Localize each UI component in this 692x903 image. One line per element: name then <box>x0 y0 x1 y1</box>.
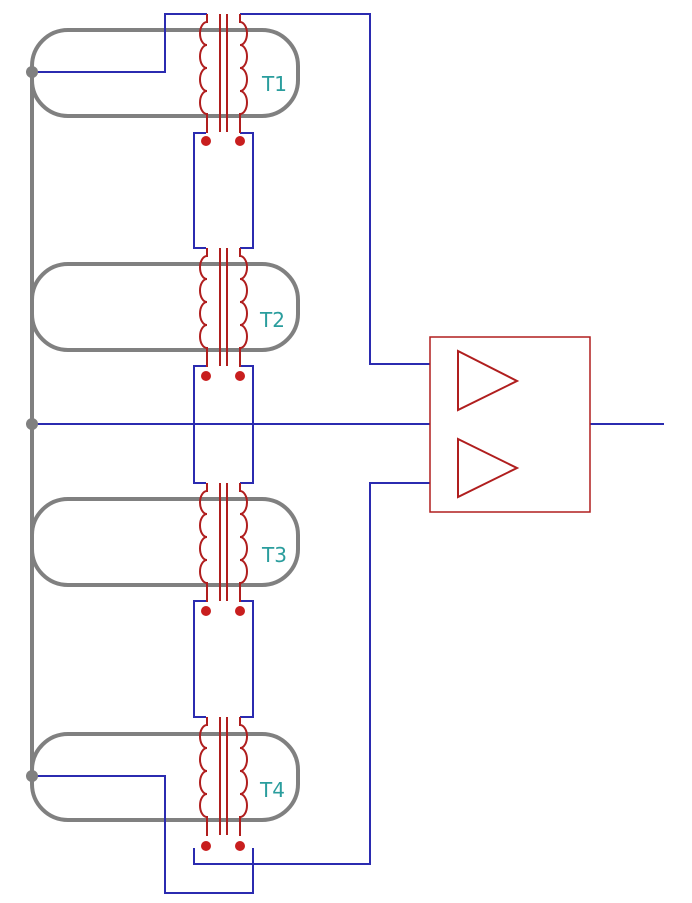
buffer-triangle-icon <box>457 437 520 499</box>
bus-junctions <box>26 66 38 782</box>
grey-loop-t2 <box>30 262 300 352</box>
buffer-triangle-icon <box>457 349 520 412</box>
t1-primary-coil <box>199 14 208 133</box>
t1-dot-left <box>201 136 211 146</box>
t2-primary-coil <box>199 248 208 367</box>
wire-t1-primary-to-bus <box>32 13 207 73</box>
t1-label: T1 <box>261 72 287 96</box>
t1-secondary-coil <box>239 14 248 133</box>
wire-t1-secondary-to-amp-top <box>240 13 430 365</box>
transformer-t1[interactable]: T1 <box>199 14 287 146</box>
t3-secondary-coil <box>239 483 248 602</box>
t3-dot-right <box>235 606 245 616</box>
transformer-t2[interactable]: T2 <box>199 248 285 381</box>
t3-dot-left <box>201 606 211 616</box>
t1-dot-right <box>235 136 245 146</box>
t4-secondary-coil <box>239 717 248 836</box>
transformer-t4[interactable]: T4 <box>199 717 285 851</box>
grey-loop-t3 <box>30 497 300 587</box>
wire-t3-t4-left <box>193 600 206 718</box>
t3-label: T3 <box>261 543 287 567</box>
junction-dot-center <box>26 418 38 430</box>
t4-dot-right <box>235 841 245 851</box>
wire-t2-t3-left <box>193 365 206 484</box>
t2-dot-left <box>201 371 211 381</box>
wire-amp-bottom-to-t4 <box>193 482 430 865</box>
amplifier-block[interactable] <box>429 336 591 513</box>
wire-t2-t3-right <box>240 365 254 484</box>
wire-t3-t4-right <box>240 600 254 718</box>
wire-t1-t2-left <box>193 132 206 249</box>
t2-label: T2 <box>259 308 285 332</box>
t2-dot-right <box>235 371 245 381</box>
wire-t4-loop-to-bus <box>32 775 254 894</box>
t3-primary-coil <box>199 483 208 602</box>
junction-dot-bottom <box>26 770 38 782</box>
t4-dot-left <box>201 841 211 851</box>
t2-secondary-coil <box>239 248 248 367</box>
t4-primary-coil <box>199 717 208 836</box>
junction-dot-top <box>26 66 38 78</box>
wire-t1-t2-right <box>240 132 254 249</box>
amplifier-box <box>429 336 591 513</box>
blue-wires <box>32 13 664 894</box>
t4-label: T4 <box>259 778 285 802</box>
transformer-t3[interactable]: T3 <box>199 483 287 616</box>
